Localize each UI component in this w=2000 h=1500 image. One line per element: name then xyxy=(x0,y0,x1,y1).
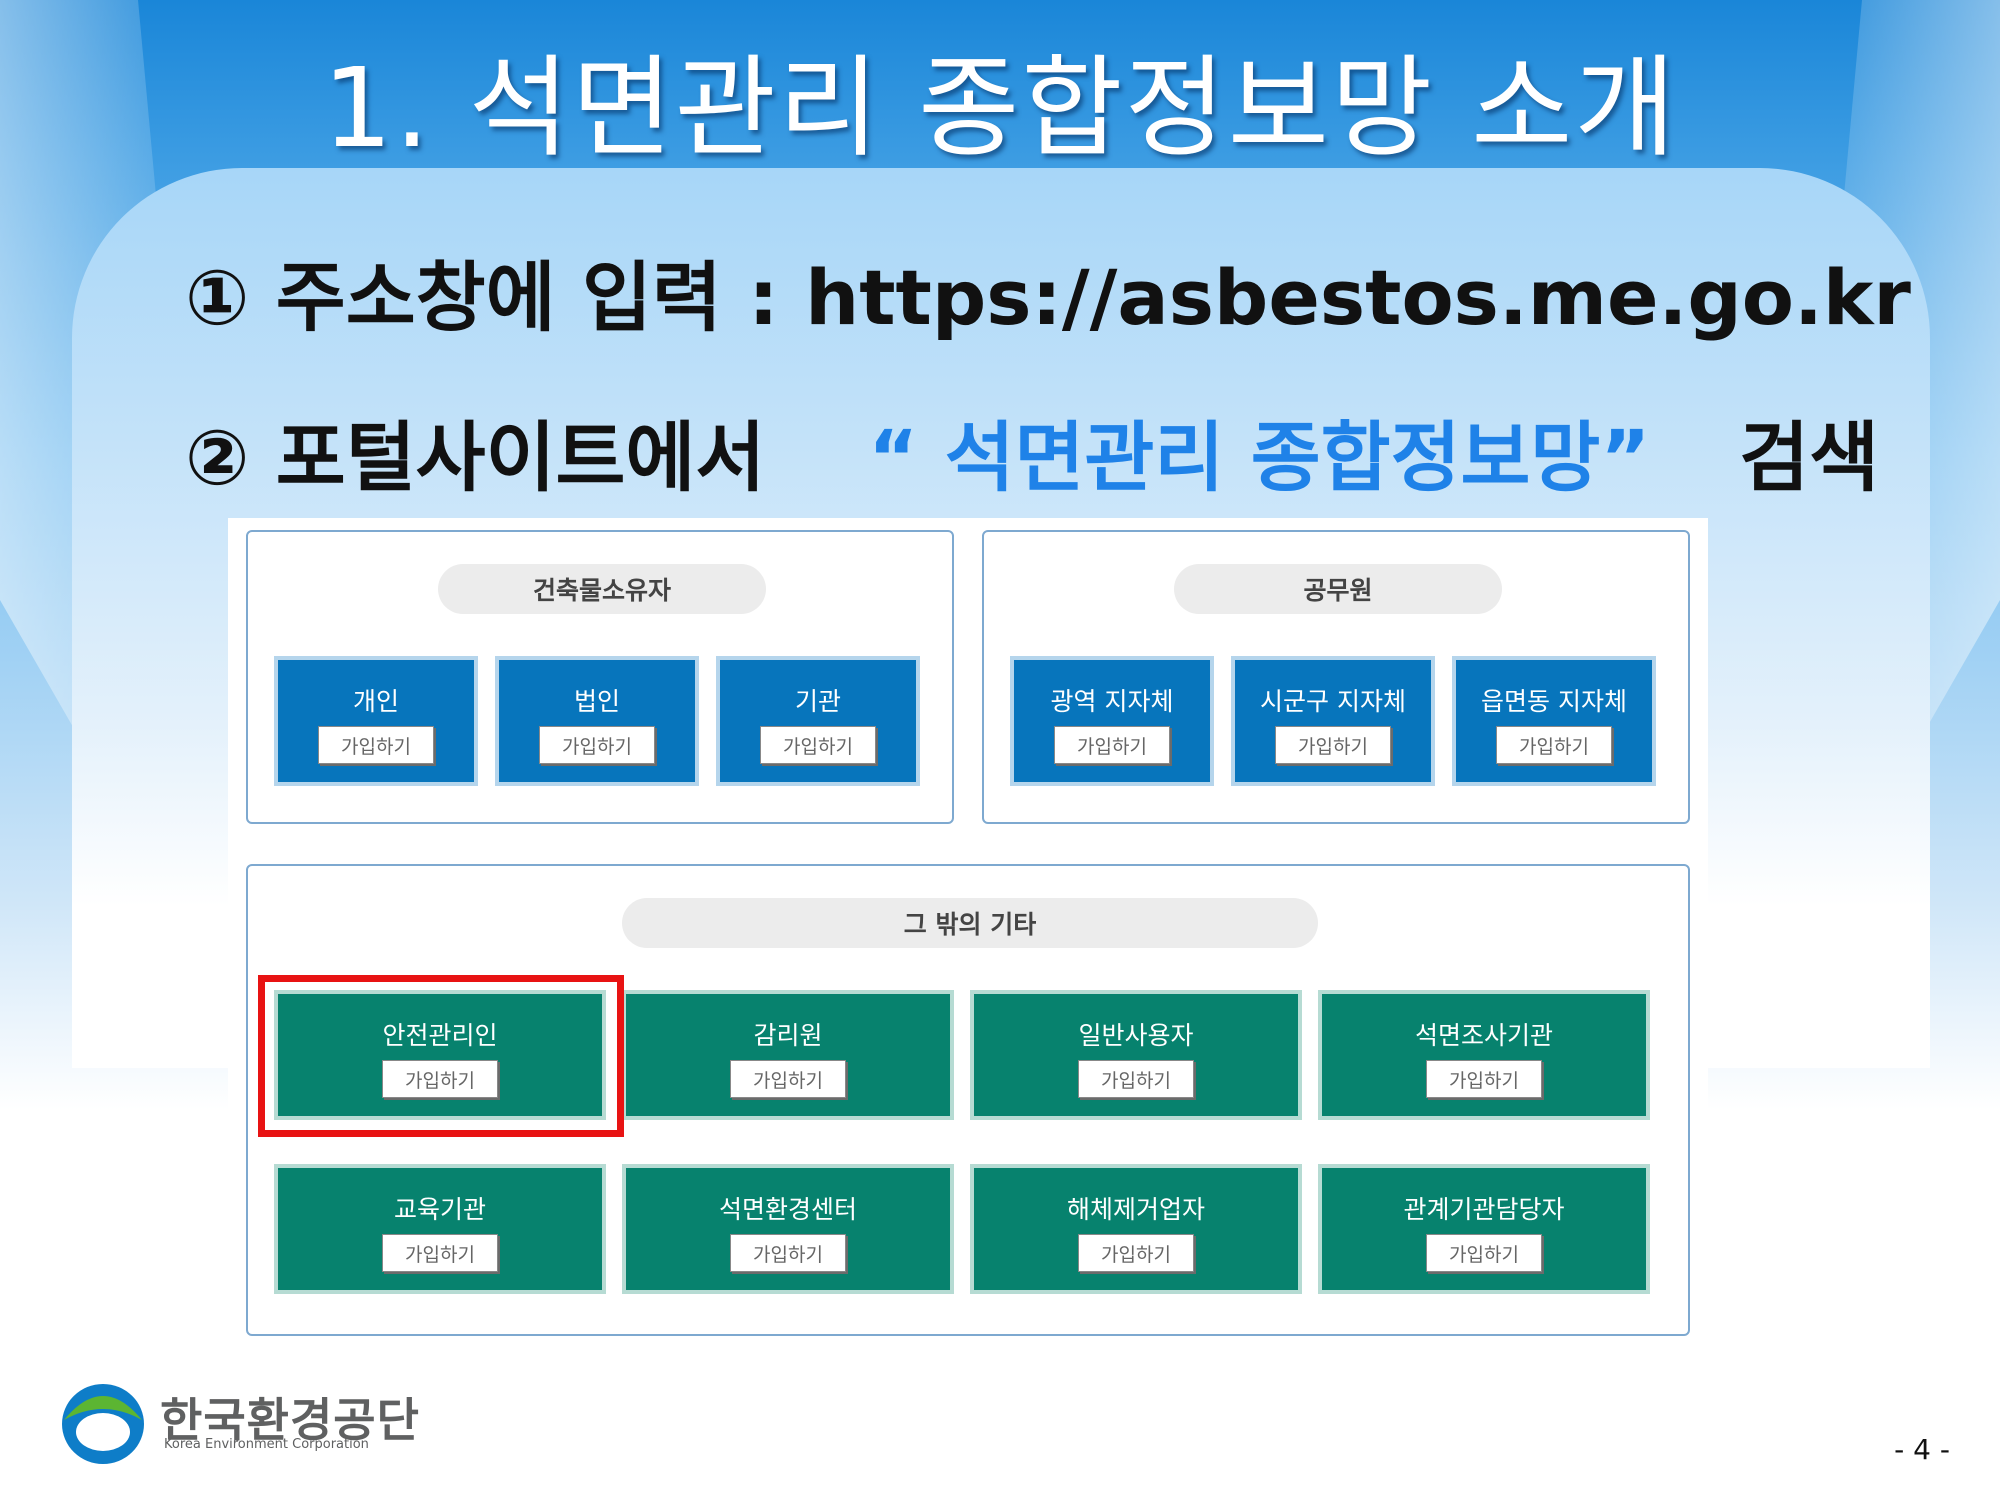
card-label: 광역 지자체 xyxy=(1050,687,1174,716)
step-2-text: ② 포털사이트에서 “ 석면관리 종합정보망” 검색 xyxy=(185,396,1879,506)
card-label: 석면조사기관 xyxy=(1414,1021,1553,1050)
join-button[interactable]: 가입하기 xyxy=(539,726,655,764)
join-button[interactable]: 가입하기 xyxy=(382,1060,498,1098)
group-title-building-owner: 건축물소유자 xyxy=(438,564,766,614)
join-button[interactable]: 가입하기 xyxy=(1426,1234,1542,1272)
page-number: - 4 - xyxy=(1894,1433,1950,1466)
card-supervisor[interactable]: 감리원 가입하기 xyxy=(622,990,954,1120)
card-label: 일반사용자 xyxy=(1078,1021,1194,1050)
card-general-user[interactable]: 일반사용자 가입하기 xyxy=(970,990,1302,1120)
group-building-owner: 건축물소유자 개인 가입하기 법인 가입하기 기관 가입하기 xyxy=(246,530,954,824)
card-asbestos-env-center[interactable]: 석면환경센터 가입하기 xyxy=(622,1164,954,1294)
highlight-box xyxy=(258,975,624,1137)
card-label: 시군구 지자체 xyxy=(1260,687,1406,716)
join-button[interactable]: 가입하기 xyxy=(318,726,434,764)
group-officials: 공무원 광역 지자체 가입하기 시군구 지자체 가입하기 읍면동 지자체 가입하… xyxy=(982,530,1690,824)
step-2-suffix: 검색 xyxy=(1739,413,1880,502)
card-demolition-contractor[interactable]: 해체제거업자 가입하기 xyxy=(970,1164,1302,1294)
join-button[interactable]: 가입하기 xyxy=(382,1234,498,1272)
card-label: 안전관리인 xyxy=(382,1021,498,1050)
join-button[interactable]: 가입하기 xyxy=(1496,726,1612,764)
group-others: 그 밖의 기타 안전관리인 가입하기 감리원 가입하기 일반사용자 가입하기 석… xyxy=(246,864,1690,1336)
join-button[interactable]: 가입하기 xyxy=(1054,726,1170,764)
card-label: 해체제거업자 xyxy=(1066,1195,1205,1224)
card-education-institution[interactable]: 교육기관 가입하기 xyxy=(274,1164,606,1294)
step-1-text: ① 주소창에 입력 : https://asbestos.me.go.kr xyxy=(185,253,1911,342)
slide-title: 1. 석면관리 종합정보망 소개 xyxy=(322,44,1678,172)
card-label: 감리원 xyxy=(753,1021,823,1050)
card-corporation[interactable]: 법인 가입하기 xyxy=(495,656,699,786)
card-label: 관계기관담당자 xyxy=(1403,1195,1565,1224)
card-metropolitan-gov[interactable]: 광역 지자체 가입하기 xyxy=(1010,656,1214,786)
k-eco-logo-icon xyxy=(62,1384,144,1464)
card-label: 법인 xyxy=(573,687,620,716)
signup-screenshot: 건축물소유자 개인 가입하기 법인 가입하기 기관 가입하기 공무원 광역 지자… xyxy=(228,518,1708,1358)
join-button[interactable]: 가입하기 xyxy=(1078,1234,1194,1272)
step-2-prefix: ② 포털사이트에서 xyxy=(185,413,766,502)
card-label: 교육기관 xyxy=(393,1195,486,1224)
card-label: 개인 xyxy=(352,687,399,716)
join-button[interactable]: 가입하기 xyxy=(730,1234,846,1272)
card-label: 석면환경센터 xyxy=(718,1195,857,1224)
join-button[interactable]: 가입하기 xyxy=(730,1060,846,1098)
card-individual[interactable]: 개인 가입하기 xyxy=(274,656,478,786)
join-button[interactable]: 가입하기 xyxy=(1275,726,1391,764)
card-safety-manager[interactable]: 안전관리인 가입하기 xyxy=(274,990,606,1120)
card-agency-officer[interactable]: 관계기관담당자 가입하기 xyxy=(1318,1164,1650,1294)
card-asbestos-survey-agency[interactable]: 석면조사기관 가입하기 xyxy=(1318,990,1650,1120)
card-institution[interactable]: 기관 가입하기 xyxy=(716,656,920,786)
join-button[interactable]: 가입하기 xyxy=(1078,1060,1194,1098)
card-label: 읍면동 지자체 xyxy=(1481,687,1627,716)
card-label: 기관 xyxy=(794,687,841,716)
card-city-gov[interactable]: 시군구 지자체 가입하기 xyxy=(1231,656,1435,786)
group-title-officials: 공무원 xyxy=(1174,564,1502,614)
brand-subtitle: Korea Environment Corporation xyxy=(164,1437,369,1452)
join-button[interactable]: 가입하기 xyxy=(760,726,876,764)
brand-name: 한국환경공단 xyxy=(160,1393,420,1447)
group-title-others: 그 밖의 기타 xyxy=(622,898,1318,948)
step-2-search-term: “ 석면관리 종합정보망” xyxy=(868,413,1651,502)
join-button[interactable]: 가입하기 xyxy=(1426,1060,1542,1098)
card-town-gov[interactable]: 읍면동 지자체 가입하기 xyxy=(1452,656,1656,786)
